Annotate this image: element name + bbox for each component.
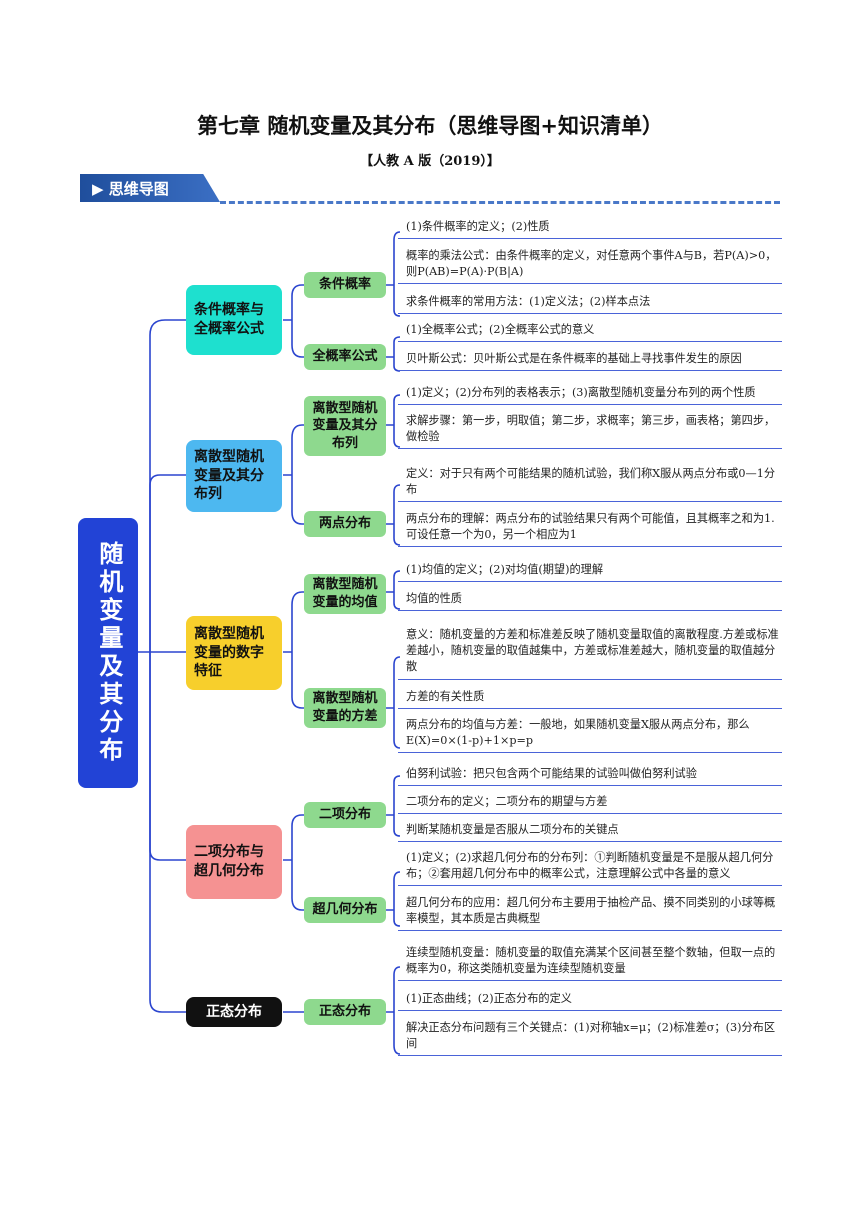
leaf-item: 意义：随机变量的方差和标准差反映了随机变量取值的离散程度.方差或标准差越小，随机… (398, 627, 782, 680)
node-total-probability: 全概率公式 (304, 344, 386, 370)
branch-discrete-distribution: 离散型随机变量及其分布列 (186, 440, 282, 512)
leaf-item: (1)条件概率的定义；(2)性质 (398, 219, 782, 240)
leaf-item: (1)均值的定义；(2)对均值(期望)的理解 (398, 562, 782, 583)
leaf-item: 贝叶斯公式：贝叶斯公式是在条件概率的基础上寻找事件发生的原因 (398, 351, 782, 372)
node-variance: 离散型随机变量的方差 (304, 688, 386, 728)
node-two-point: 两点分布 (304, 511, 386, 537)
branch-conditional-probability: 条件概率与全概率公式 (186, 285, 282, 355)
node-discrete-variable: 离散型随机变量及其分布列 (304, 396, 386, 456)
leaf-item: 均值的性质 (398, 591, 782, 612)
leaf-item: 超几何分布的应用：超几何分布主要用于抽检产品、摸不同类别的小球等概率模型，其本质… (398, 895, 782, 932)
leaf-item: 方差的有关性质 (398, 689, 782, 710)
leaf-item: 二项分布的定义；二项分布的期望与方差 (398, 794, 782, 815)
leaf-item: 两点分布的理解：两点分布的试验结果只有两个可能值，且其概率之和为1.可设任意一个… (398, 511, 782, 548)
node-mean: 离散型随机变量的均值 (304, 574, 386, 614)
leaf-item: 定义：对于只有两个可能结果的随机试验，我们称X服从两点分布或0—1分布 (398, 466, 782, 503)
node-binomial: 二项分布 (304, 802, 386, 828)
page-subtitle: 【人教 A 版（2019）】 (360, 154, 500, 169)
leaf-item: 求条件概率的常用方法：(1)定义法；(2)样本点法 (398, 294, 782, 315)
mindmap-root: 随机变量及其分布 (78, 518, 138, 788)
leaf-item: (1)全概率公式；(2)全概率公式的意义 (398, 322, 782, 343)
node-normal: 正态分布 (304, 999, 386, 1025)
leaf-item: 判断某随机变量是否服从二项分布的关键点 (398, 822, 782, 843)
leaf-item: 求解步骤：第一步，明取值；第二步，求概率；第三步，画表格；第四步，做检验 (398, 413, 782, 450)
branch-normal-distribution: 正态分布 (186, 997, 282, 1027)
banner-dashed-line (220, 201, 780, 204)
leaf-item: 伯努利试验：把只包含两个可能结果的试验叫做伯努利试验 (398, 766, 782, 787)
leaf-item: 概率的乘法公式：由条件概率的定义，对任意两个事件A与B，若P(A)>0，则P(A… (398, 248, 782, 285)
section-banner-label: ▶ 思维导图 (92, 180, 169, 198)
leaf-item: 两点分布的均值与方差：一般地，如果随机变量X服从两点分布，那么E(X)=0×(1… (398, 717, 782, 754)
node-hypergeometric: 超几何分布 (304, 897, 386, 923)
leaf-item: (1)定义；(2)分布列的表格表示；(3)离散型随机变量分布列的两个性质 (398, 385, 782, 406)
leaf-item: (1)正态曲线；(2)正态分布的定义 (398, 991, 782, 1012)
leaf-item: (1)定义；(2)求超几何分布的分布列：①判断随机变量是不是服从超几何分布；②套… (398, 850, 782, 887)
page-title: 第七章 随机变量及其分布（思维导图+知识清单） (197, 114, 663, 138)
node-conditional-probability: 条件概率 (304, 272, 386, 298)
play-icon: ▶ (92, 180, 109, 198)
branch-binomial-hypergeometric: 二项分布与超几何分布 (186, 825, 282, 899)
leaf-item: 解决正态分布问题有三个关键点：(1)对称轴x=μ；(2)标准差σ；(3)分布区间 (398, 1020, 782, 1057)
branch-numerical-characteristics: 离散型随机变量的数字特征 (186, 616, 282, 690)
section-banner (80, 174, 220, 202)
leaf-item: 连续型随机变量：随机变量的取值充满某个区间甚至整个数轴，但取一点的概率为0，称这… (398, 945, 782, 982)
